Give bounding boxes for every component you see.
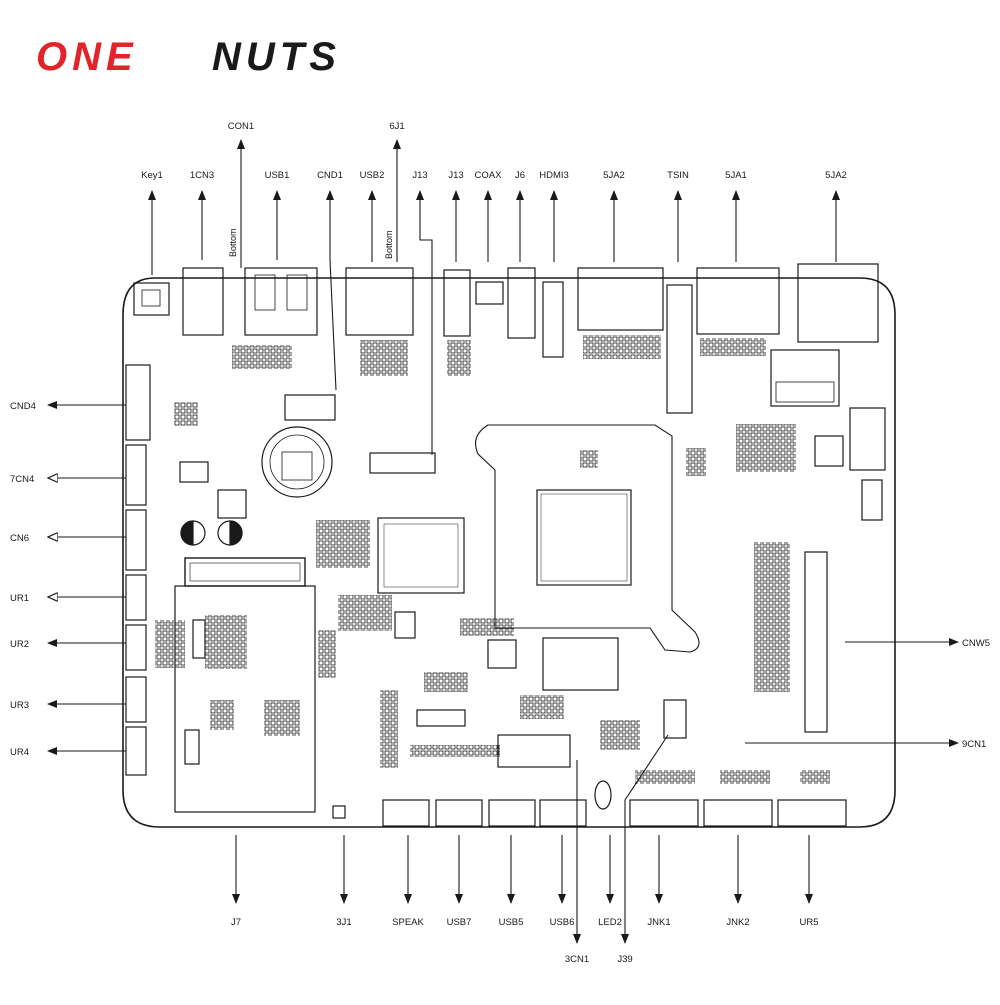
usb1-port <box>244 267 318 336</box>
ur4-header <box>125 726 147 776</box>
key-connector <box>133 282 170 316</box>
brand-logo: ONE NUTS <box>36 35 341 79</box>
connector-label-cn6: CN6 <box>10 533 29 544</box>
ur2-header <box>125 624 147 671</box>
lan-port-b <box>696 267 780 335</box>
cnw5-header <box>804 551 828 733</box>
connector-label-key1: Key1 <box>141 170 163 181</box>
usb6-connector <box>539 799 587 827</box>
connector-label-6j1: 6J1 <box>389 121 404 132</box>
connector-label-ur5: UR5 <box>799 917 818 928</box>
right-arrows <box>745 638 959 747</box>
connector-label-cnw5: CNW5 <box>962 638 990 649</box>
bottom-arrows <box>232 734 813 944</box>
tsin-connector <box>666 284 693 414</box>
led2 <box>594 780 612 810</box>
ur3-header <box>125 676 147 723</box>
speak-connector <box>382 799 430 827</box>
left-arrows <box>47 401 126 755</box>
connector-label-9cn1: 9CN1 <box>962 739 986 750</box>
connector-label-j13: J13 <box>448 170 463 181</box>
cn6-header <box>125 509 147 571</box>
connector-label-hdmi3: HDMI3 <box>539 170 569 181</box>
connector-label-3j1: 3J1 <box>336 917 351 928</box>
connector-label-1cn3: 1CN3 <box>190 170 214 181</box>
connector-label-usb7: USB7 <box>447 917 472 928</box>
connector-label-usb6: USB6 <box>550 917 575 928</box>
connector-label-coax: COAX <box>475 170 503 181</box>
connector-label-5ja2: 5JA2 <box>825 170 847 181</box>
soc-chip <box>377 517 465 594</box>
connector-label-con1: CON1 <box>228 121 254 132</box>
connector-label-ur2: UR2 <box>10 639 29 650</box>
j13-header <box>443 269 471 337</box>
connector-label-ur4: UR4 <box>10 747 29 758</box>
connector-label-cnd1: CND1 <box>317 170 343 181</box>
connector-label-ur3: UR3 <box>10 700 29 711</box>
heatsink-bracket <box>475 424 700 653</box>
connector-label-3cn1: 3CN1 <box>565 954 589 965</box>
connector-label-j13: J13 <box>412 170 427 181</box>
top-arrows <box>148 139 840 455</box>
jnk1-connector <box>629 799 699 827</box>
cpu-chip <box>536 489 632 586</box>
connector-label-5ja1: 5JA1 <box>725 170 747 181</box>
coin-battery <box>261 426 333 498</box>
jnk2-connector <box>703 799 773 827</box>
connector-label-j7: J7 <box>231 917 241 928</box>
lan-port-c <box>797 263 879 343</box>
module-block <box>770 349 840 407</box>
arrow-cnd1 <box>326 190 337 391</box>
dc-jack <box>182 267 224 336</box>
right-header <box>849 407 886 471</box>
j6-connector <box>507 267 536 339</box>
connector-label-ur1: UR1 <box>10 593 29 604</box>
connector-label-usb2: USB2 <box>360 170 385 181</box>
connector-label-5ja2: 5JA2 <box>603 170 625 181</box>
connector-label-led2: LED2 <box>598 917 622 928</box>
lan-port-a <box>577 267 664 331</box>
connector-label-j39: J39 <box>617 954 632 965</box>
7cn4-header <box>125 444 147 506</box>
connector-label-usb1: USB1 <box>265 170 290 181</box>
arrow-j13-a <box>416 190 433 455</box>
usb5-connector <box>488 799 536 827</box>
board-outline <box>122 277 896 828</box>
pch-chip <box>542 637 619 691</box>
usb7-connector <box>435 799 483 827</box>
cnd4-header <box>125 364 151 441</box>
ur1-header <box>125 574 147 621</box>
bottom-note: Bottom <box>384 230 394 259</box>
bottom-note: Bottom <box>228 228 238 257</box>
board-body <box>122 263 896 828</box>
usb2-port <box>345 267 414 336</box>
hdmi-connector <box>542 281 564 358</box>
3j1-pad <box>332 805 346 819</box>
connector-label-7cn4: 7CN4 <box>10 474 34 485</box>
connector-label-cnd4: CND4 <box>10 401 36 412</box>
connector-label-jnk1: JNK1 <box>647 917 670 928</box>
connector-label-j6: J6 <box>515 170 525 181</box>
connector-label-tsin: TSIN <box>667 170 689 181</box>
arrow-j39 <box>621 734 669 944</box>
ur5-connector <box>777 799 847 827</box>
connector-label-usb5: USB5 <box>499 917 524 928</box>
logo-red-part: ONE <box>36 35 138 79</box>
coax-connector <box>475 281 504 305</box>
logo-dark-part: NUTS <box>212 35 341 79</box>
connector-label-speak: SPEAK <box>392 917 424 928</box>
connector-label-jnk2: JNK2 <box>726 917 749 928</box>
component-clusters <box>155 335 830 784</box>
